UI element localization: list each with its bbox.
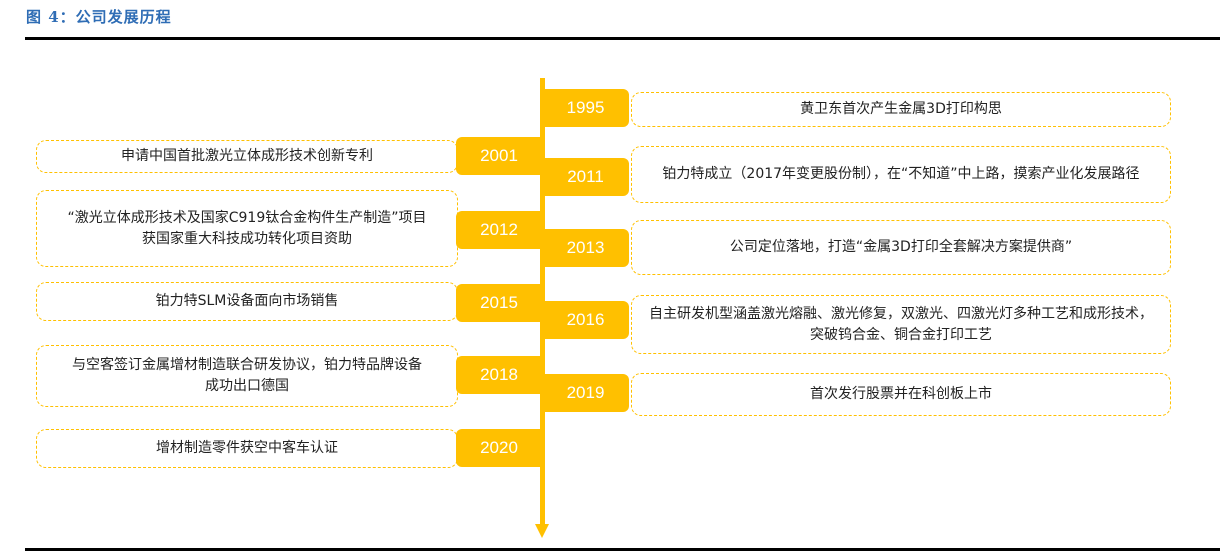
event-box-2001: 申请中国首批激光立体成形技术创新专利: [36, 140, 458, 173]
event-text: 自主研发机型涵盖激光熔融、激光修复，双激光、四激光灯多种工艺和成形技术，突破钨合…: [649, 305, 1153, 343]
event-text: 黄卫东首次产生金属3D打印构思: [800, 101, 1002, 117]
top-rule: [25, 37, 1220, 40]
event-box-2019: 首次发行股票并在科创板上市: [631, 373, 1171, 416]
event-box-2013: 公司定位落地，打造“金属3D打印全套解决方案提供商”: [631, 220, 1171, 275]
event-box-2020: 增材制造零件获空中客车认证: [36, 429, 458, 468]
event-text: 增材制造零件获空中客车认证: [156, 440, 338, 456]
event-text: 铂力特SLM设备面向市场销售: [155, 293, 339, 309]
year-tab-1995: 1995: [542, 89, 629, 127]
event-box-2015: 铂力特SLM设备面向市场销售: [36, 282, 458, 321]
event-text: 申请中国首批激光立体成形技术创新专利: [121, 148, 373, 164]
event-text: 铂力特成立（2017年变更股份制），在“不知道”中上路，摸索产业化发展路径: [662, 166, 1140, 182]
year-tab-2018: 2018: [456, 356, 542, 394]
event-text: 首次发行股票并在科创板上市: [810, 386, 992, 402]
year-tab-2001: 2001: [456, 137, 542, 175]
bottom-rule: [25, 548, 1220, 551]
year-tab-2019: 2019: [542, 374, 629, 412]
arrow-down-icon: [535, 524, 549, 538]
year-tab-2015: 2015: [456, 284, 542, 322]
event-box-2011: 铂力特成立（2017年变更股份制），在“不知道”中上路，摸索产业化发展路径: [631, 146, 1171, 203]
year-tab-2016: 2016: [542, 301, 629, 339]
year-tab-2020: 2020: [456, 429, 542, 467]
event-box-1995: 黄卫东首次产生金属3D打印构思: [631, 92, 1171, 127]
event-text: 公司定位落地，打造“金属3D打印全套解决方案提供商”: [729, 239, 1073, 255]
event-box-2018: 与空客签订金属增材制造联合研发协议，铂力特品牌设备成功出口德国: [36, 345, 458, 407]
event-text: “激光立体成形技术及国家C919钛合金构件生产制造”项目获国家重大科技成功转化项…: [67, 209, 427, 247]
year-tab-2011: 2011: [542, 158, 629, 196]
event-box-2012: “激光立体成形技术及国家C919钛合金构件生产制造”项目获国家重大科技成功转化项…: [36, 190, 458, 267]
event-text: 与空客签订金属增材制造联合研发协议，铂力特品牌设备成功出口德国: [72, 357, 422, 394]
figure-title: 图 4：公司发展历程: [26, 8, 172, 26]
year-tab-2013: 2013: [542, 229, 629, 267]
event-box-2016: 自主研发机型涵盖激光熔融、激光修复，双激光、四激光灯多种工艺和成形技术，突破钨合…: [631, 295, 1171, 354]
year-tab-2012: 2012: [456, 211, 542, 249]
